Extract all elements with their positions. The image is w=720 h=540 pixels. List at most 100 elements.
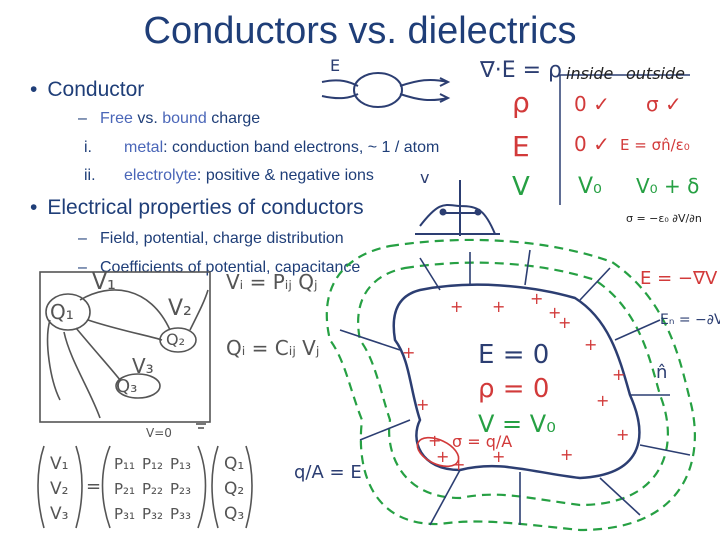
q2-label: Q₂ bbox=[166, 330, 186, 349]
matrix-equals: = bbox=[86, 476, 102, 497]
inside-label: inside bbox=[566, 64, 614, 83]
rho-symbol: ρ bbox=[512, 86, 530, 119]
v-zero-label: V=0 bbox=[146, 426, 172, 440]
sub-field: –Field, potential, charge distribution bbox=[78, 230, 344, 248]
matrix-q2: Q₂ bbox=[224, 479, 245, 499]
e-inside: 0 ✓ bbox=[574, 132, 610, 156]
matrix-q1: Q₁ bbox=[224, 454, 245, 474]
rho-outside: σ ✓ bbox=[646, 92, 682, 116]
vs-text: vs. bbox=[132, 110, 163, 127]
svg-text:+: + bbox=[492, 297, 505, 316]
v-inside: V₀ bbox=[578, 174, 602, 199]
matrix-v3: V₃ bbox=[50, 504, 69, 524]
svg-text:+: + bbox=[452, 455, 465, 474]
field-text: Field, potential, charge distribution bbox=[100, 230, 344, 247]
roman-i: i. bbox=[84, 139, 92, 156]
svg-text:+: + bbox=[416, 395, 429, 414]
svg-text:+: + bbox=[616, 425, 629, 444]
potential-v-label: v bbox=[420, 168, 430, 187]
slide-title: Conductors vs. dielectrics bbox=[143, 10, 577, 52]
matrix-q3: Q₃ bbox=[224, 504, 245, 524]
sigma-qa: σ = q/A bbox=[452, 432, 513, 451]
bullet-dot: • bbox=[30, 78, 38, 101]
dash: – bbox=[78, 110, 87, 127]
bullet-conductor: • Conductor bbox=[30, 78, 144, 102]
svg-text:+: + bbox=[596, 391, 609, 410]
matrix-v1: V₁ bbox=[50, 454, 69, 474]
three-conductor-box bbox=[39, 271, 211, 429]
matrix-q-column: Q₁ Q₂ Q₃ bbox=[224, 452, 244, 527]
qa-equals-e: q/A = E bbox=[294, 462, 362, 483]
dash: – bbox=[78, 230, 87, 247]
e-zero: E = 0 bbox=[478, 340, 550, 370]
matrix-brackets bbox=[37, 445, 253, 529]
p33: P₃₃ bbox=[170, 505, 192, 523]
bullet-dot: • bbox=[30, 196, 38, 219]
dipole-sketch bbox=[321, 72, 451, 108]
matrix-p-row: P₂₁ P₂₂ P₂₃ bbox=[114, 477, 191, 502]
q3-label: Q₃ bbox=[116, 376, 138, 397]
rho-inside: 0 ✓ bbox=[574, 92, 610, 116]
bullet-electrical: • Electrical properties of conductors bbox=[30, 196, 364, 220]
matrix-v-column: V₁ V₂ V₃ bbox=[50, 452, 68, 527]
svg-text:+: + bbox=[436, 447, 449, 466]
p22: P₂₂ bbox=[142, 480, 164, 498]
sigma-relation: σ = −ε₀ ∂V/∂n bbox=[626, 212, 702, 225]
charge-text: charge bbox=[206, 110, 261, 127]
svg-text:+: + bbox=[402, 343, 415, 362]
e-outside: E = σn̂/ε₀ bbox=[620, 136, 690, 154]
svg-text:+: + bbox=[558, 313, 571, 332]
vi-equation: Vᵢ = Pᵢⱼ Qⱼ bbox=[226, 270, 318, 294]
e-symbol: E bbox=[512, 130, 530, 163]
v-equal: V = V₀ bbox=[478, 410, 556, 438]
p21: P₂₁ bbox=[114, 480, 136, 498]
bullet-conductor-text: Conductor bbox=[47, 78, 145, 101]
sub-metal: i. metal: conduction band electrons, ~ 1 … bbox=[84, 139, 439, 157]
metal-rest-text: : conduction band electrons, ~ 1 / atom bbox=[163, 139, 440, 156]
en-relation: Eₙ = −∂V/∂n bbox=[660, 312, 720, 328]
matrix-p-row: P₁₁ P₁₂ P₁₃ bbox=[114, 452, 191, 477]
p23: P₂₃ bbox=[170, 480, 192, 498]
metal-text: metal bbox=[124, 139, 164, 156]
dash: – bbox=[78, 259, 87, 276]
normal-vector: n̂ bbox=[656, 362, 668, 383]
svg-text:+: + bbox=[492, 447, 505, 466]
q1-label: Q₁ bbox=[50, 300, 74, 324]
v-symbol: V bbox=[512, 172, 530, 202]
svg-text:+: + bbox=[530, 289, 543, 308]
svg-text:+: + bbox=[584, 335, 597, 354]
bullet-electrical-text: Electrical properties of conductors bbox=[47, 196, 364, 219]
v3-label: V₃ bbox=[132, 354, 154, 378]
roman-ii: ii. bbox=[84, 167, 96, 184]
bound-text: bound bbox=[162, 110, 207, 127]
svg-text:+: + bbox=[612, 365, 625, 384]
v2-label: V₂ bbox=[168, 296, 192, 321]
svg-text:+: + bbox=[450, 297, 463, 316]
e-gradient: E = −∇V bbox=[640, 268, 718, 289]
v1-label: V₁ bbox=[92, 270, 116, 295]
matrix-p-grid: P₁₁ P₁₂ P₁₃ P₂₁ P₂₂ P₂₃ P₃₁ P₃₂ P₃₃ bbox=[114, 452, 191, 527]
dipole-e-label: E bbox=[330, 56, 341, 75]
conductor-blob: +++ +++ +++ +++ +++ + bbox=[325, 238, 696, 532]
electrolyte-rest-text: : positive & negative ions bbox=[196, 167, 374, 184]
comparison-table bbox=[559, 74, 690, 205]
p32: P₃₂ bbox=[142, 505, 164, 523]
matrix-v2: V₂ bbox=[50, 479, 69, 499]
p13: P₁₃ bbox=[170, 455, 192, 473]
potential-sketch bbox=[415, 180, 500, 236]
qi-equation: Qᵢ = Cᵢⱼ Vⱼ bbox=[226, 336, 320, 360]
v-outside: V₀ + δ bbox=[636, 174, 700, 198]
matrix-p-row: P₃₁ P₃₂ P₃₃ bbox=[114, 502, 191, 527]
sub-free-bound: –Free vs. bound charge bbox=[78, 110, 260, 128]
gauss-law: ∇·E = ρ bbox=[480, 58, 562, 83]
svg-text:+: + bbox=[548, 303, 561, 322]
svg-text:+: + bbox=[428, 431, 441, 450]
p11: P₁₁ bbox=[114, 455, 136, 473]
sub-electrolyte: ii. electrolyte: positive & negative ions bbox=[84, 167, 374, 185]
electrolyte-text: electrolyte bbox=[124, 167, 197, 184]
rho-zero: ρ = 0 bbox=[478, 374, 550, 404]
p31: P₃₁ bbox=[114, 505, 136, 523]
svg-text:+: + bbox=[560, 445, 573, 464]
p12: P₁₂ bbox=[142, 455, 164, 473]
